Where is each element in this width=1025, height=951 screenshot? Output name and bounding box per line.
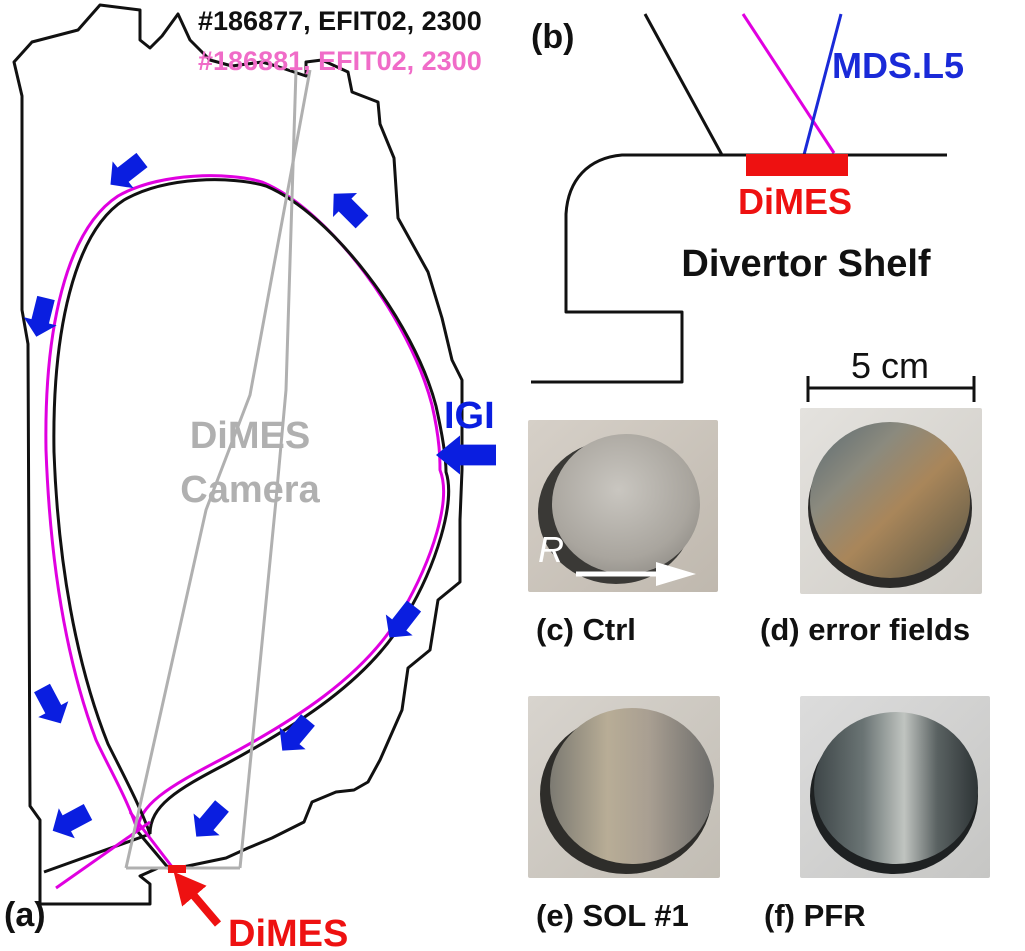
scale-label: 5 cm [851, 345, 929, 386]
probe-label: MDS.L5 [832, 45, 964, 86]
panel-b-label: (b) [531, 18, 574, 56]
outer-leg-shot1 [136, 831, 172, 871]
shot1-legend: #186877, EFIT02, 2300 [198, 6, 482, 36]
divertor-shelf-outline [531, 153, 947, 384]
arrow-7 [193, 800, 229, 837]
panel-a-label: (a) [4, 896, 46, 934]
arrow-2 [333, 193, 369, 229]
camera-label-line2: Camera [180, 469, 320, 511]
inner-leg-shot1 [43, 832, 151, 874]
sample-photo-ctrl [528, 420, 718, 592]
separatrix-shot1 [52, 178, 451, 835]
dimes-location-a [168, 865, 186, 873]
direction-label: R [538, 529, 564, 570]
caption-pfr: (f) PFR [764, 898, 866, 933]
wall-line-b [643, 13, 724, 156]
arrow-3 [23, 295, 57, 337]
dimes-label-a: DiMES [228, 913, 348, 951]
arrow-1 [110, 152, 148, 189]
sample-photo-pfr [800, 696, 990, 878]
sample-photo-error-fields [800, 408, 982, 594]
caption-error-fields: (d) error fields [760, 612, 971, 647]
sightline-magenta-b [741, 13, 836, 154]
arrow-4 [385, 600, 422, 638]
arrow-6 [279, 714, 315, 751]
vessel-wall-outline [12, 3, 464, 906]
igi-label: IGI [444, 395, 495, 437]
igi-arrow [436, 435, 496, 475]
arrow-5 [34, 683, 69, 724]
direction-overlay: R [538, 529, 696, 586]
caption-ctrl: (c) Ctrl [536, 612, 636, 647]
scale-bar [806, 376, 976, 402]
flow-arrows [23, 152, 496, 839]
dimes-sample-b [746, 154, 848, 176]
arrow-8 [52, 804, 93, 839]
sample-photo-sol1 [528, 696, 720, 878]
probe-chord-b [798, 13, 843, 171]
camera-label-line1: DiMES [190, 415, 310, 457]
dimes-label-b: DiMES [738, 181, 852, 222]
caption-sol1: (e) SOL #1 [536, 898, 689, 933]
shot2-legend: #186881, EFIT02, 2300 [198, 46, 482, 76]
shelf-label: Divertor Shelf [681, 243, 931, 285]
dimes-pointer-arrow [173, 871, 222, 927]
